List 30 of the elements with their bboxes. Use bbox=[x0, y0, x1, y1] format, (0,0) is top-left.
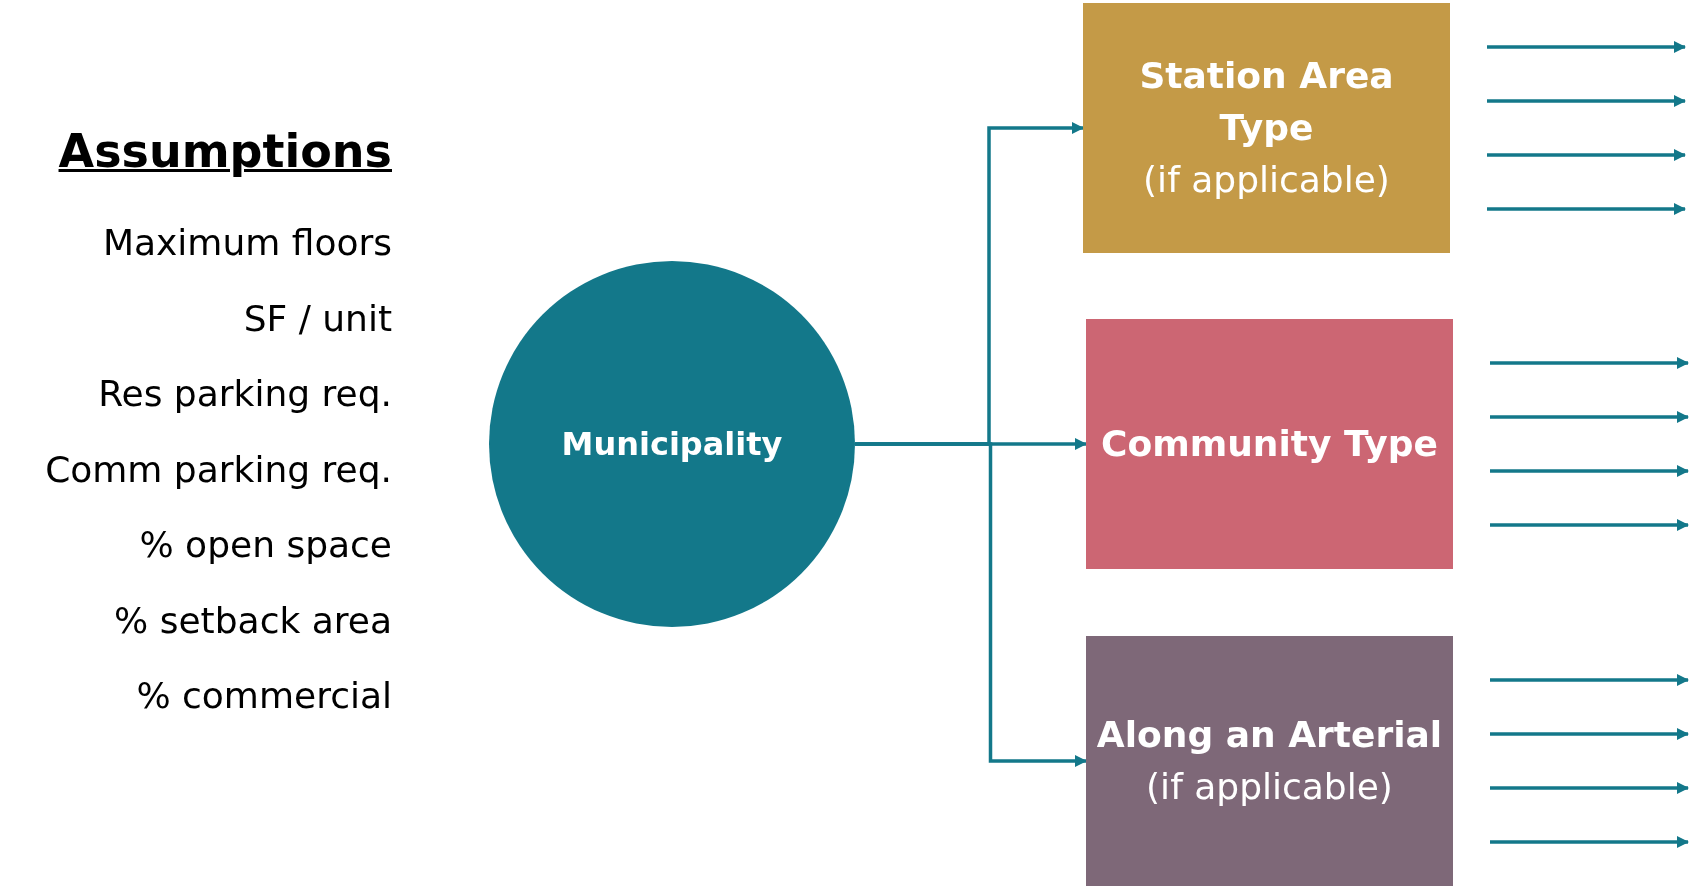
process-box bbox=[1086, 319, 1453, 569]
node-subtitle: (if applicable) bbox=[1146, 765, 1393, 809]
node-title: Station Area Type bbox=[1138, 53, 1395, 150]
arrow bbox=[1490, 782, 1689, 794]
list-item: % setback area bbox=[114, 599, 392, 641]
list-item: Res parking req. bbox=[98, 372, 392, 414]
list-item: Maximum floors bbox=[102, 221, 392, 263]
node-subtitle: (if applicable) bbox=[1143, 158, 1390, 203]
arrow bbox=[1490, 411, 1689, 423]
arrow bbox=[1487, 149, 1686, 161]
list-item: % commercial bbox=[136, 674, 392, 716]
arrow bbox=[1487, 203, 1686, 215]
node-title: Municipality bbox=[561, 423, 783, 465]
arrow bbox=[1490, 465, 1689, 477]
arrow bbox=[1490, 728, 1689, 740]
arrow bbox=[1487, 95, 1686, 107]
list-item: SF / unit bbox=[243, 297, 392, 339]
list-item: % open space bbox=[139, 523, 392, 565]
arrow bbox=[855, 442, 1087, 767]
list-item: Comm parking req. bbox=[45, 448, 392, 490]
node-title: Along an Arterial bbox=[1096, 712, 1443, 757]
process-box bbox=[1086, 636, 1453, 886]
list-heading: Assumptions bbox=[58, 124, 392, 178]
arrow bbox=[1487, 41, 1686, 53]
arrow bbox=[1490, 519, 1689, 531]
arrow bbox=[1490, 836, 1689, 848]
process-box bbox=[1083, 3, 1450, 253]
node-title: Community Type bbox=[1101, 421, 1438, 466]
arrow bbox=[1490, 357, 1689, 369]
arrow bbox=[1490, 674, 1689, 686]
